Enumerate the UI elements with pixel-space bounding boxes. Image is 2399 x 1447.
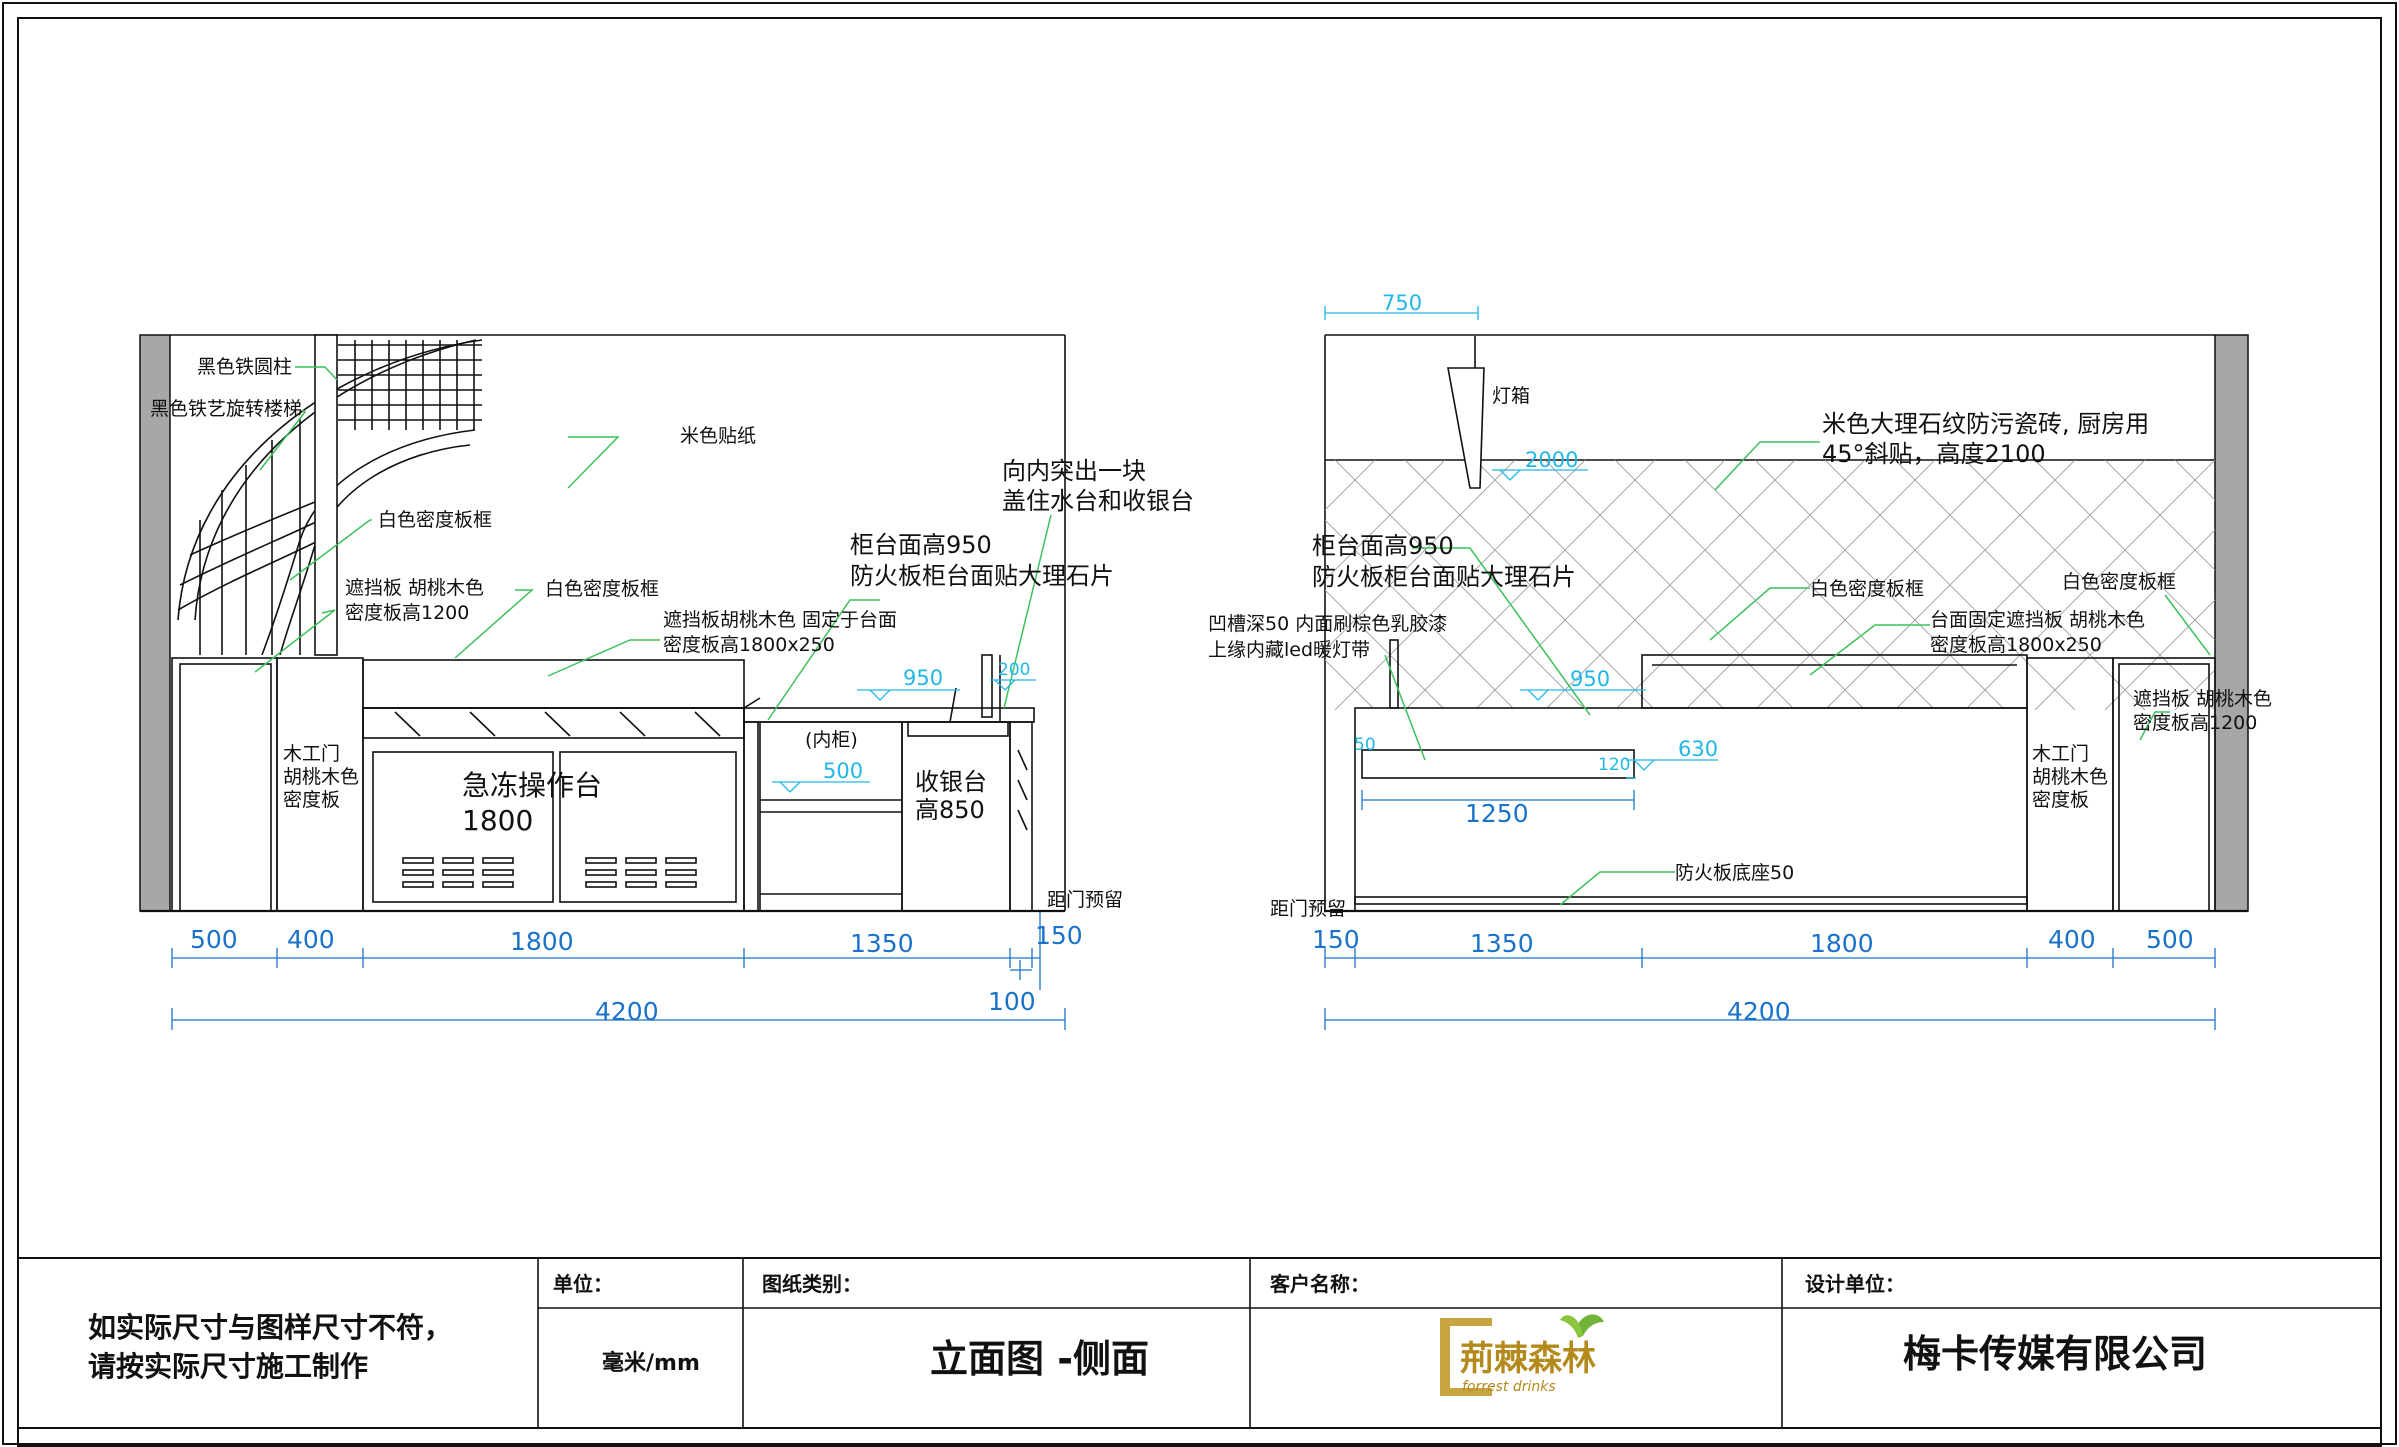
iron-column bbox=[314, 334, 338, 656]
label-spiral-stair: 黑色铁艺旋转楼梯 bbox=[150, 398, 302, 420]
label-inner-cabinet: (内柜) bbox=[805, 729, 858, 751]
leaf-icon bbox=[1575, 1314, 1604, 1336]
label-door-right-line2: 胡桃木色 bbox=[2032, 766, 2108, 788]
label-cashier-line1: 收银台 bbox=[915, 768, 987, 796]
counter-top bbox=[743, 707, 1035, 723]
label-white-frame-a: 白色密度板框 bbox=[378, 509, 492, 531]
dim-total-right: 4200 bbox=[1727, 997, 1791, 1026]
label-baffle-1200-right-line1: 遮挡板 胡桃木色 bbox=[2133, 688, 2272, 710]
vent-right bbox=[585, 857, 697, 888]
construction-note-line1: 如实际尺寸与图样尺寸不符， bbox=[88, 1311, 452, 1344]
label-door-right-line3: 密度板 bbox=[2032, 789, 2089, 811]
vent-left bbox=[402, 857, 514, 888]
label-groove-line1: 凹槽深50 内面刷棕色乳胶漆 bbox=[1208, 613, 1447, 635]
label-counter-line2-right: 防火板柜台面贴大理石片 bbox=[1312, 563, 1576, 591]
level-2000: 2000 bbox=[1525, 448, 1578, 472]
dim-1350: 1350 bbox=[850, 929, 914, 958]
label-baffle-fixed-line2: 密度板高1800x250 bbox=[663, 634, 835, 656]
level-750: 750 bbox=[1382, 291, 1422, 315]
label-counter-line1: 柜台面高950 bbox=[850, 531, 992, 559]
label-baffle-fixed-right-line1: 台面固定遮挡板 胡桃木色 bbox=[1930, 609, 2145, 631]
label-tile-line2: 45°斜贴，高度2100 bbox=[1822, 440, 2046, 468]
label-baffle-fixed-right-line2: 密度板高1800x250 bbox=[1930, 634, 2102, 656]
led-groove bbox=[1361, 749, 1635, 779]
dim-150-right: 150 bbox=[1312, 925, 1360, 954]
dim-1350-right: 1350 bbox=[1470, 929, 1534, 958]
label-door-gap: 距门预留 bbox=[1047, 889, 1123, 911]
light-box bbox=[1447, 367, 1485, 489]
level-120: 120 bbox=[1598, 755, 1630, 775]
dim-1800-right: 1800 bbox=[1810, 929, 1874, 958]
dim-total: 4200 bbox=[595, 997, 659, 1026]
label-door-line3: 密度板 bbox=[283, 789, 340, 811]
dim-500: 500 bbox=[190, 925, 238, 954]
unit-header: 单位： bbox=[553, 1272, 613, 1296]
label-light-box: 灯箱 bbox=[1492, 385, 1530, 407]
label-baffle-1200-right-line2: 密度板高1200 bbox=[2133, 712, 2257, 734]
level-630: 630 bbox=[1678, 737, 1718, 761]
drawing-type-header: 图纸类别： bbox=[762, 1272, 862, 1296]
diagonal-tiles bbox=[1325, 460, 2215, 710]
dim-500-right: 500 bbox=[2146, 925, 2194, 954]
title-block: 如实际尺寸与图样尺寸不符， 请按实际尺寸施工制作 单位： 毫米/mm 图纸类别：… bbox=[17, 1257, 2382, 1429]
label-door-gap-right: 距门预留 bbox=[1270, 898, 1346, 920]
dim-1250: 1250 bbox=[1465, 799, 1529, 828]
left-elevation: 黑色铁圆柱 黑色铁艺旋转楼梯 米色贴纸 白色密度板框 白色密度板框 遮挡板 胡桃… bbox=[139, 334, 1194, 1030]
left-wall-section bbox=[139, 334, 171, 912]
label-freezer-line2: 1800 bbox=[462, 804, 533, 837]
label-baffle-1200-line1: 遮挡板 胡桃木色 bbox=[345, 577, 484, 599]
level-950: 950 bbox=[903, 666, 943, 690]
right-dimensions bbox=[1324, 790, 2216, 1030]
designer-value: 梅卡传媒有限公司 bbox=[1903, 1332, 2207, 1376]
level-50: 50 bbox=[1354, 735, 1376, 755]
construction-note-line2: 请按实际尺寸施工制作 bbox=[88, 1350, 368, 1383]
designer-header: 设计单位： bbox=[1805, 1272, 1905, 1296]
dim-400: 400 bbox=[287, 925, 335, 954]
label-door-right-line1: 木工门 bbox=[2032, 743, 2089, 765]
label-tile-line1: 米色大理石纹防污瓷砖, 厨房用 bbox=[1822, 410, 2149, 438]
label-fireproof-base: 防火板底座50 bbox=[1675, 862, 1794, 884]
drawing-type-value: 立面图 -侧面 bbox=[930, 1337, 1149, 1381]
label-protrude-line2: 盖住水台和收银台 bbox=[1002, 487, 1194, 515]
label-counter-line1-right: 柜台面高950 bbox=[1312, 532, 1454, 560]
counter-upright bbox=[1389, 639, 1399, 709]
label-baffle-1200-line2: 密度板高1200 bbox=[345, 602, 469, 624]
sheet-inner-border bbox=[17, 17, 2382, 1447]
client-header: 客户名称： bbox=[1269, 1272, 1370, 1296]
label-wallpaper: 米色贴纸 bbox=[680, 425, 756, 447]
label-white-frame-b: 白色密度板框 bbox=[545, 578, 659, 600]
label-iron-column: 黑色铁圆柱 bbox=[197, 356, 292, 378]
dim-400-right: 400 bbox=[2048, 925, 2096, 954]
monitor bbox=[981, 654, 993, 718]
label-protrude-line1: 向内突出一块 bbox=[1002, 457, 1146, 485]
right-elevation: 灯箱 米色大理石纹防污瓷砖, 厨房用 45°斜贴，高度2100 柜台面高950 … bbox=[1208, 291, 2272, 1030]
label-freezer-line1: 急冻操作台 bbox=[462, 769, 602, 802]
client-logo: 荊棘森林 forrest drinks bbox=[1440, 1314, 1604, 1396]
unit-value: 毫米/mm bbox=[602, 1350, 700, 1376]
level-500: 500 bbox=[823, 759, 863, 783]
dim-1800: 1800 bbox=[510, 927, 574, 956]
label-white-frame-right-b: 白色密度板框 bbox=[2062, 571, 2176, 593]
left-dimensions bbox=[171, 912, 1066, 1030]
level-200: 200 bbox=[998, 660, 1030, 680]
right-wall-section bbox=[2214, 334, 2249, 912]
logo-chinese: 荊棘森林 bbox=[1460, 1339, 1596, 1379]
label-white-frame-right-a: 白色密度板框 bbox=[1810, 578, 1924, 600]
dim-100: 100 bbox=[988, 987, 1036, 1016]
label-door-line1: 木工门 bbox=[283, 743, 340, 765]
cabinet-500 bbox=[171, 657, 278, 912]
label-baffle-fixed-line1: 遮挡板胡桃木色 固定于台面 bbox=[663, 609, 897, 631]
logo-english: forrest drinks bbox=[1462, 1379, 1556, 1395]
label-cashier-line2: 高850 bbox=[915, 796, 985, 824]
label-groove-line2: 上缘内藏led暖灯带 bbox=[1208, 639, 1370, 661]
dim-150: 150 bbox=[1035, 921, 1083, 950]
freezer-top-panel bbox=[362, 659, 745, 709]
level-950-right: 950 bbox=[1570, 667, 1610, 691]
label-door-line2: 胡桃木色 bbox=[283, 766, 359, 788]
label-counter-line2: 防火板柜台面贴大理石片 bbox=[850, 562, 1114, 590]
counter-body bbox=[1354, 707, 2028, 905]
spiral-stair bbox=[177, 339, 482, 655]
